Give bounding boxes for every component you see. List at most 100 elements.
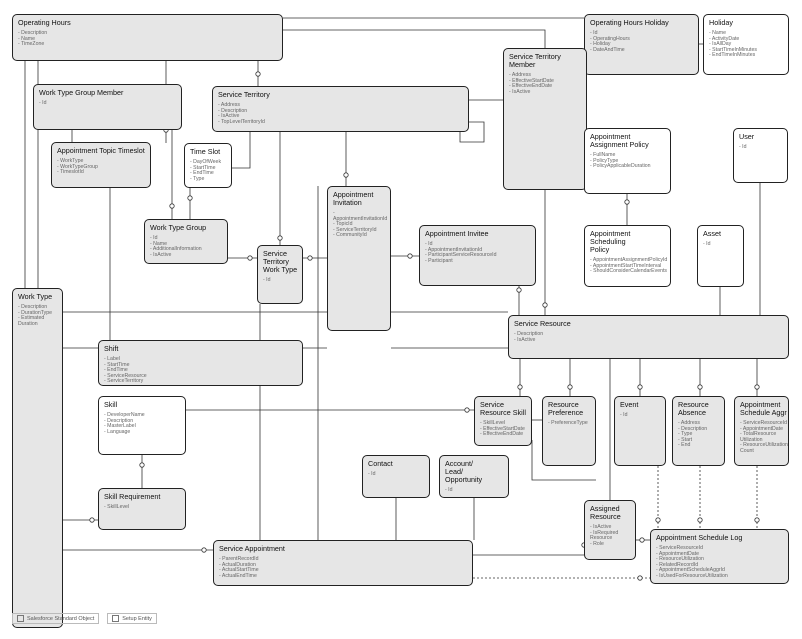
entity-time-slot[interactable]: Time SlotDayOfWeekStartTimeEndTimeType <box>184 143 232 188</box>
entity-account-lead-opportunity[interactable]: Account/ Lead/ OpportunityId <box>439 455 509 498</box>
entity-title: Appointment Schedule Log <box>656 533 743 542</box>
entity-field: StartTime <box>104 362 302 369</box>
entity-field: PolicyType <box>590 158 670 165</box>
entity-resource-preference[interactable]: Resource PreferencePreferenceType <box>542 396 596 466</box>
entity-field-list: DescriptionNameTimeZone <box>18 30 282 48</box>
entity-appointment-schedule-log[interactable]: Appointment Schedule LogServiceResourceI… <box>650 529 789 584</box>
entity-field: RelatedRecordId <box>656 562 788 569</box>
entity-operating-hours-holiday[interactable]: Operating Hours HolidayIdOperatingHoursH… <box>584 14 699 75</box>
entity-title: Asset <box>703 229 721 238</box>
entity-resource-absence[interactable]: Resource AbsenceAddressDescriptionTypeSt… <box>672 396 725 466</box>
entity-field: Start <box>678 437 724 444</box>
entity-appointment-scheduling-policy[interactable]: Appointment Scheduling PolicyAppointment… <box>584 225 671 287</box>
entity-field: FullName <box>590 152 670 159</box>
entity-title: Appointment Topic Timeslot <box>57 146 145 155</box>
entity-work-type-group[interactable]: Work Type GroupIdNameAdditionalInformati… <box>144 219 228 264</box>
entity-field-list: Id <box>620 412 665 419</box>
entity-service-territory[interactable]: Service TerritoryAddressDescriptionIsAct… <box>212 86 469 132</box>
entity-title: Service Territory Work Type <box>263 249 298 274</box>
entity-title: Appointment Invitee <box>425 229 489 238</box>
entity-field: AppointmentInvitationId <box>333 211 390 222</box>
entity-field-list: ServiceResourceIdAppointmentDateResource… <box>656 545 788 580</box>
optional-marker <box>754 384 760 390</box>
entity-service-resource[interactable]: Service ResourceDescriptionIsActive <box>508 315 789 359</box>
entity-field: Id <box>739 144 787 151</box>
relationship-line <box>283 29 546 48</box>
entity-field: AppointmentDate <box>656 551 788 558</box>
entity-title: Event <box>620 400 639 409</box>
entity-service-territory-work-type[interactable]: Service Territory Work TypeId <box>257 245 303 304</box>
entity-contact[interactable]: ContactId <box>362 455 430 498</box>
entity-field-list: WorkTypeWorkTypeGroupTimeslotId <box>57 158 150 176</box>
entity-title: Appointment Invitation <box>333 190 374 207</box>
entity-field: TimeZone <box>18 42 282 48</box>
entity-title: Time Slot <box>190 147 221 156</box>
entity-field: CommunityId <box>333 233 390 239</box>
entity-field: IsActive <box>590 524 635 531</box>
entity-title: Service Territory <box>218 90 270 99</box>
entity-field: EndTimeInMinutes <box>709 53 788 59</box>
entity-field: TopicId <box>333 222 390 228</box>
optional-marker <box>567 384 573 390</box>
legend-setup-swatch <box>112 615 120 622</box>
entity-appointment-invitee[interactable]: Appointment InviteeIdAppointmentInvitati… <box>419 225 536 286</box>
entity-field-list: DayOfWeekStartTimeEndTimeType <box>190 159 231 183</box>
entity-event[interactable]: EventId <box>614 396 666 466</box>
entity-field: Address <box>678 420 724 427</box>
entity-appointment-topic-timeslot[interactable]: Appointment Topic TimeslotWorkTypeWorkTy… <box>51 142 151 188</box>
entity-appointment-invitation[interactable]: Appointment InvitationAppointmentInvitat… <box>327 186 391 331</box>
entity-field-list: AppointmentAssignmentPolicyIdAppointment… <box>590 257 670 275</box>
legend-setup-entity: Setup Entity <box>107 613 157 624</box>
entity-skill[interactable]: SkillDeveloperNameDescriptionMasterLabel… <box>98 396 186 455</box>
entity-skill-requirement[interactable]: Skill RequirementSkillLevel <box>98 488 186 530</box>
entity-field: EffectiveEndDate <box>509 84 586 90</box>
optional-marker <box>542 302 548 308</box>
entity-appointment-schedule-aggr[interactable]: Appointment Schedule AggrServiceResource… <box>734 396 789 466</box>
entity-field-list: Id <box>368 471 429 478</box>
entity-service-territory-member[interactable]: Service Territory MemberAddressEffective… <box>503 48 587 190</box>
optional-marker <box>255 71 261 77</box>
entity-field: WorkTypeGroup <box>57 164 150 171</box>
entity-asset[interactable]: AssetId <box>697 225 744 287</box>
entity-field-list: IsActiveIsRequired ResourceRole <box>590 524 635 547</box>
entity-field: EndTime <box>190 171 231 177</box>
entity-appointment-assignment-policy[interactable]: Appointment Assignment PolicyFullNamePol… <box>584 128 671 194</box>
entity-field: EffectiveEndDate <box>480 432 531 438</box>
optional-marker <box>307 255 313 261</box>
entity-field-list: Id <box>263 277 302 284</box>
entity-holiday[interactable]: HolidayNameActivityDateIsAllDayStartTime… <box>703 14 789 75</box>
optional-marker <box>697 384 703 390</box>
entity-field: AppointmentScheduleAggrId <box>656 568 788 574</box>
entity-field: Id <box>445 487 508 494</box>
entity-field: Name <box>150 241 227 248</box>
entity-field: TimeslotId <box>57 170 150 176</box>
entity-field: Description <box>514 331 788 338</box>
optional-marker <box>637 575 643 581</box>
entity-service-appointment[interactable]: Service AppointmentParentRecordIdActualD… <box>213 540 473 586</box>
entity-field: Address <box>509 72 586 79</box>
entity-field-list: AddressDescriptionIsActiveTopLevelTerrit… <box>218 102 468 125</box>
entity-operating-hours[interactable]: Operating HoursDescriptionNameTimeZone <box>12 14 283 61</box>
entity-field: AdditionalInformation <box>150 247 227 253</box>
entity-field: Type <box>190 176 231 183</box>
entity-work-type-group-member[interactable]: Work Type Group MemberId <box>33 84 182 130</box>
entity-field: PreferenceType <box>548 420 595 427</box>
entity-field: SkillLevel <box>480 420 531 427</box>
optional-marker <box>697 517 703 523</box>
entity-user[interactable]: UserId <box>733 128 788 183</box>
optional-marker <box>639 537 645 543</box>
entity-title: Shift <box>104 344 119 353</box>
entity-assigned-resource[interactable]: Assigned ResourceIsActiveIsRequired Reso… <box>584 500 636 560</box>
entity-work-type[interactable]: Work TypeDescriptionDurationTypeEstimate… <box>12 288 63 628</box>
entity-field: DeveloperName <box>104 412 185 419</box>
entity-field: Id <box>39 100 181 107</box>
entity-shift[interactable]: ShiftLabelStartTimeEndTimeServiceResourc… <box>98 340 303 386</box>
entity-field: IsActive <box>150 252 227 259</box>
optional-marker <box>169 203 175 209</box>
entity-service-resource-skill[interactable]: Service Resource SkillSkillLevelEffectiv… <box>474 396 532 446</box>
entity-field: ServiceResource <box>104 373 302 380</box>
entity-title: Operating Hours <box>18 18 71 27</box>
entity-field-list: ServiceResourceIdAppointmentDateTotalRes… <box>740 420 788 455</box>
entity-title: Work Type Group <box>150 223 207 232</box>
